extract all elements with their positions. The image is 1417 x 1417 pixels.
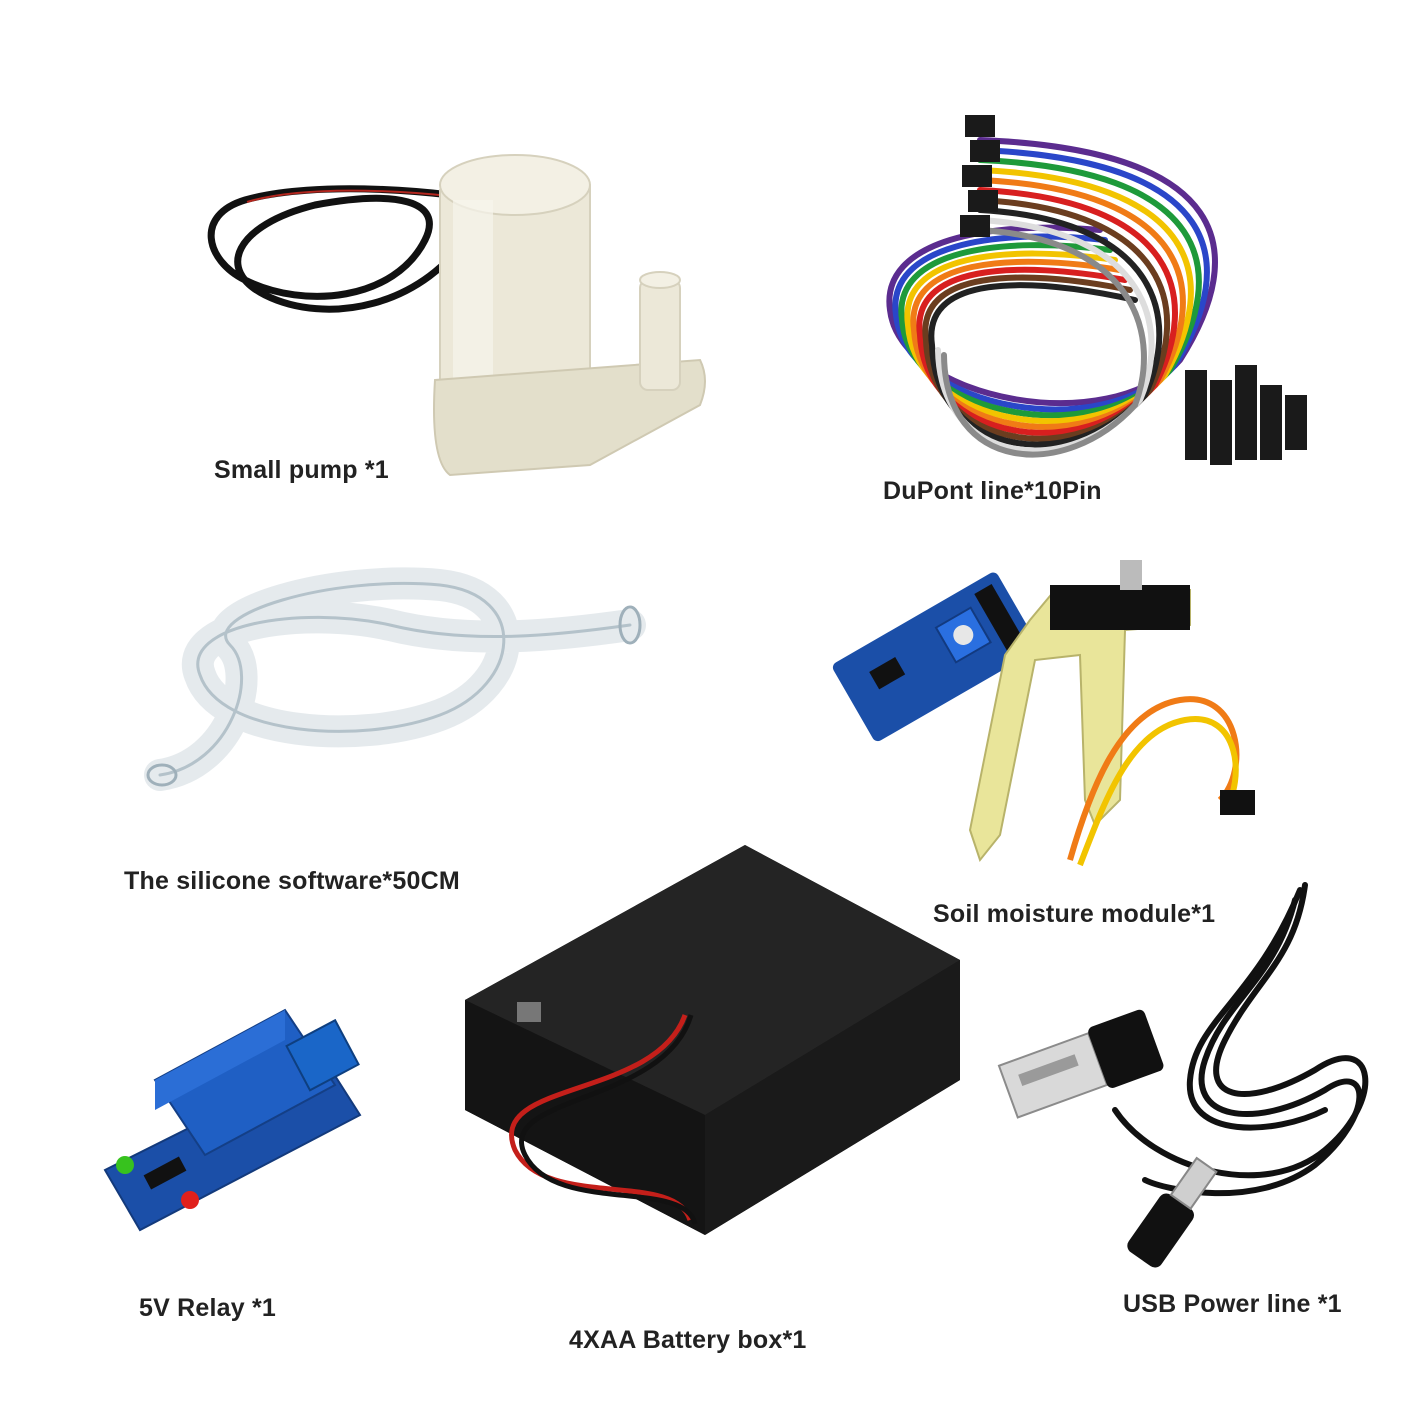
silicone-tube-image [140, 565, 660, 835]
small-pump-caption: Small pump *1 [214, 456, 389, 484]
usb-power-line-image [995, 880, 1395, 1290]
usb-power-line-caption: USB Power line *1 [1123, 1290, 1342, 1318]
battery-box-image [455, 840, 965, 1260]
dupont-line-image [870, 110, 1340, 490]
silicone-tube-caption: The silicone software*50CM [124, 867, 460, 895]
relay-image [95, 990, 385, 1245]
soil-moisture-module-caption: Soil moisture module*1 [933, 900, 1216, 928]
relay-caption: 5V Relay *1 [139, 1294, 277, 1322]
battery-box-caption: 4XAA Battery box*1 [569, 1326, 807, 1354]
dupont-line-caption: DuPont line*10Pin [883, 477, 1102, 505]
soil-moisture-module-image [820, 560, 1280, 880]
small-pump-image [195, 130, 725, 510]
